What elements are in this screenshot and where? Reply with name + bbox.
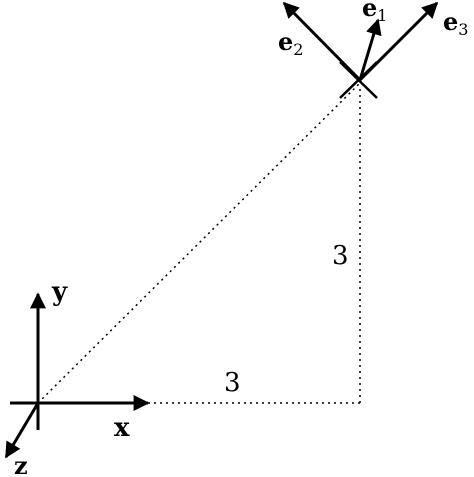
diagonal-dotted-line bbox=[37, 82, 361, 404]
e2-arrow bbox=[282, 1, 362, 82]
e3-arrow bbox=[358, 1, 439, 82]
horizontal-offset-label: 3 bbox=[224, 368, 241, 398]
e2-label: e2 bbox=[278, 27, 303, 59]
z-axis-arrow bbox=[4, 402, 40, 459]
e3-label: e3 bbox=[443, 7, 468, 39]
e1-arrow bbox=[358, 18, 382, 81]
z-axis-label: z bbox=[14, 451, 28, 477]
e1-label: e1 bbox=[362, 0, 387, 25]
x-axis-label: x bbox=[114, 413, 130, 443]
local-frame bbox=[282, 1, 439, 99]
vertical-offset-label: 3 bbox=[332, 241, 349, 271]
global-axes bbox=[4, 292, 150, 459]
y-axis-label: y bbox=[51, 277, 68, 307]
